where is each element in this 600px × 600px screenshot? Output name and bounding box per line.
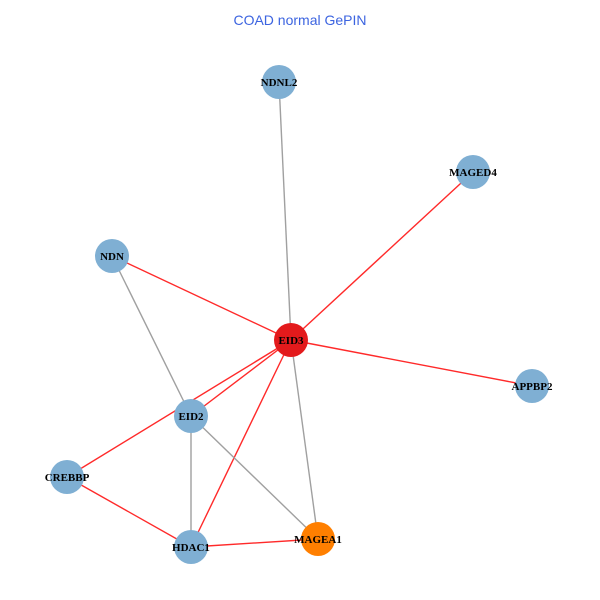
node-label: EID2 xyxy=(178,411,204,423)
node-label: CREBBP xyxy=(45,472,90,484)
node-circle xyxy=(174,530,208,564)
node-label: APPBP2 xyxy=(512,381,553,393)
node-maged4[interactable]: MAGED4 xyxy=(449,155,497,189)
node-label: HDAC1 xyxy=(172,542,210,554)
node-circle xyxy=(274,323,308,357)
edge-eid2-magea1 xyxy=(190,415,319,540)
edge-eid3-magea1 xyxy=(290,339,319,540)
node-crebbp[interactable]: CREBBP xyxy=(45,460,90,494)
node-label: MAGEA1 xyxy=(294,534,342,546)
node-hdac1[interactable]: HDAC1 xyxy=(172,530,210,564)
node-magea1[interactable]: MAGEA1 xyxy=(294,522,342,556)
node-label: EID3 xyxy=(278,335,304,347)
node-label: NDNL2 xyxy=(261,77,298,89)
node-label: NDN xyxy=(100,251,124,263)
node-circle xyxy=(174,399,208,433)
node-circle xyxy=(50,460,84,494)
edge-eid3-appbp2 xyxy=(290,339,533,387)
edge-eid3-eid2 xyxy=(190,339,292,417)
node-ndnl2[interactable]: NDNL2 xyxy=(261,65,298,99)
node-circle xyxy=(95,239,129,273)
node-circle xyxy=(301,522,335,556)
edge-maged4-eid3 xyxy=(290,171,474,341)
node-circle xyxy=(262,65,296,99)
node-circle xyxy=(456,155,490,189)
edge-ndn-eid2 xyxy=(111,255,192,417)
edge-ndn-eid3 xyxy=(111,255,292,341)
edge-hdac1-magea1 xyxy=(190,538,319,548)
node-circle xyxy=(515,369,549,403)
node-label: MAGED4 xyxy=(449,167,497,179)
node-eid2[interactable]: EID2 xyxy=(174,399,208,433)
node-eid3[interactable]: EID3 xyxy=(274,323,308,357)
edge-crebbp-hdac1 xyxy=(66,476,192,548)
node-appbp2[interactable]: APPBP2 xyxy=(512,369,553,403)
node-ndn[interactable]: NDN xyxy=(95,239,129,273)
edge-eid3-hdac1 xyxy=(190,339,292,548)
edge-ndnl2-eid3 xyxy=(278,81,292,341)
figure-title: COAD normal GePIN xyxy=(233,12,367,28)
